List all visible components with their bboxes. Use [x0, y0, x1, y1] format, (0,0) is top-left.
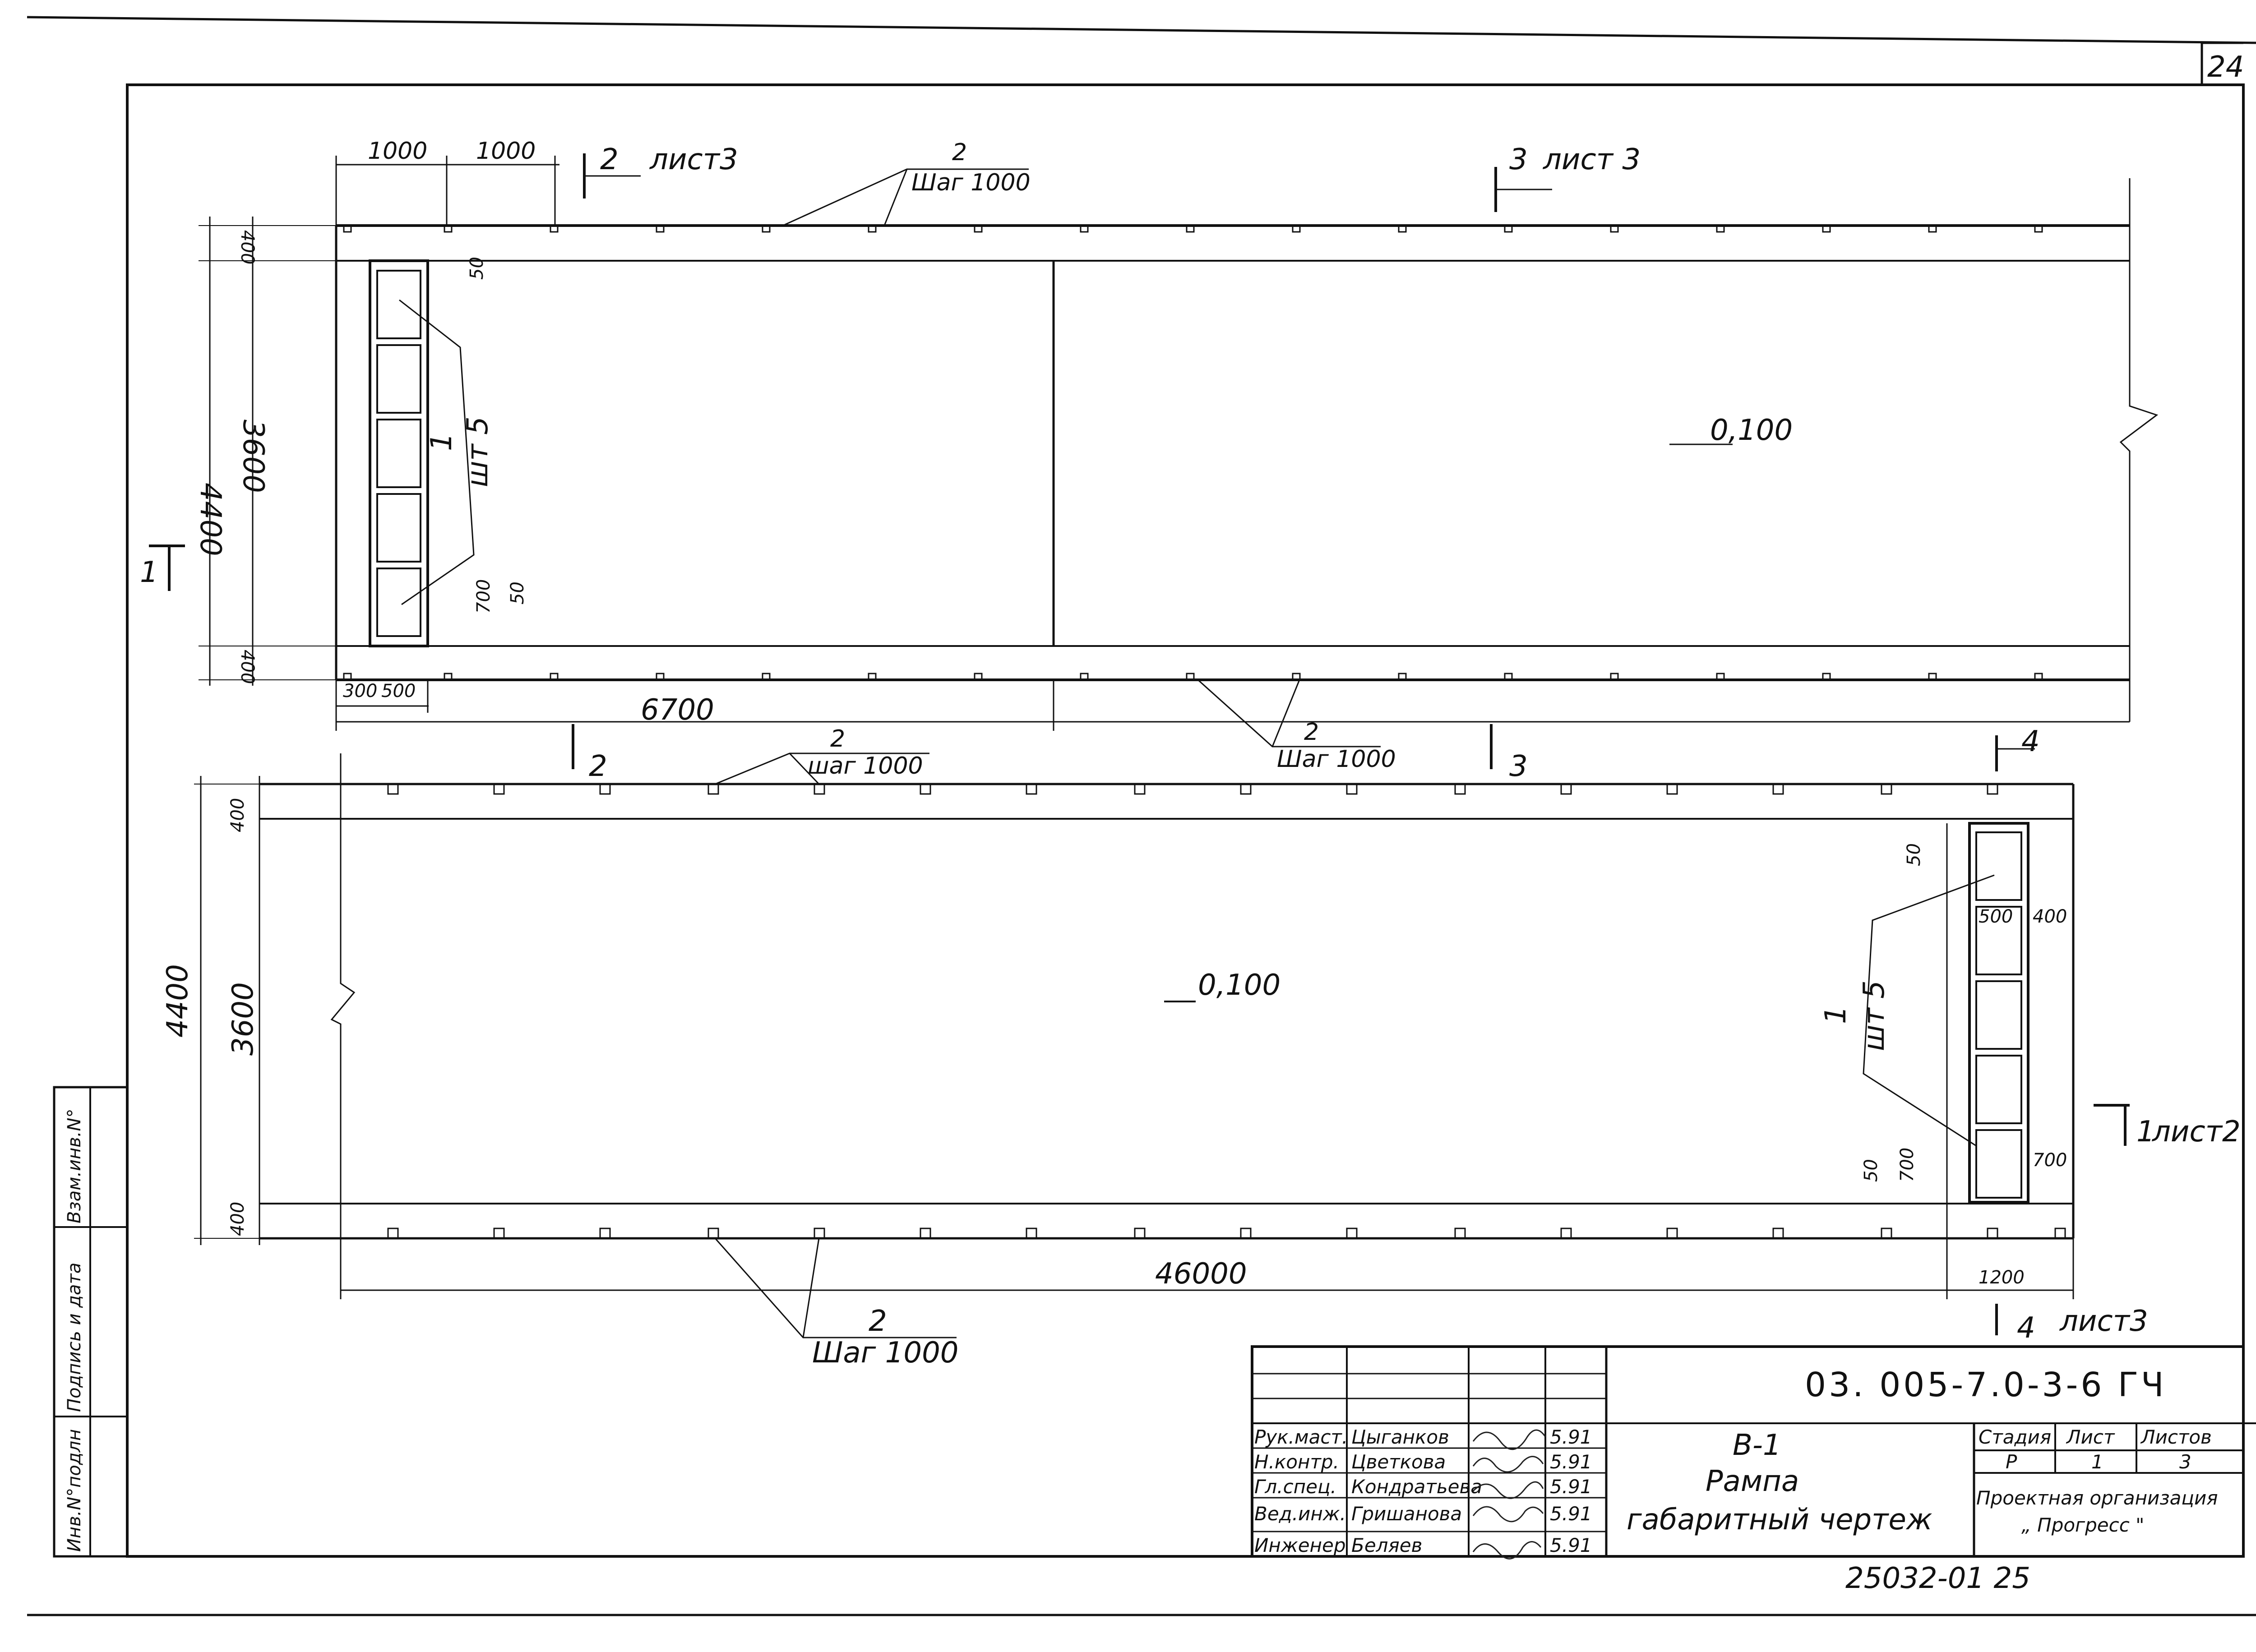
name-2: Цветкова: [1351, 1451, 1446, 1473]
top-level-mark: 0,100: [1710, 414, 1793, 447]
side-stamp: Взам.инв.N° Подпись и дата Инв.N°подлн: [53, 1086, 129, 1558]
drawing-title-mark: В-1: [1733, 1429, 1781, 1462]
embedded-plates-top-row: [343, 225, 2043, 233]
bottom-dim-left-top: 400: [227, 798, 248, 832]
embedded-plates-bottom-row: [343, 673, 2043, 681]
embedded-plates-top-row-bottom-plan: [387, 783, 1998, 795]
signatures: [1472, 1429, 1546, 1560]
top-section-3-mark: 3: [1509, 143, 1528, 176]
date-1: 5.91: [1550, 1426, 1592, 1448]
plan-top: [149, 153, 2159, 769]
organization-line-2: „ Прогресс ": [2021, 1514, 2144, 1536]
replacement-inv-label: Взам.инв.N°: [64, 1109, 85, 1223]
name-3: Кондратьева: [1351, 1476, 1482, 1498]
name-1: Цыганков: [1351, 1426, 1449, 1448]
role-5: Инженер: [1254, 1534, 1346, 1556]
bottom-section-1-sheet: лист2: [2151, 1115, 2241, 1149]
role-3: Гл.спец.: [1254, 1476, 1336, 1498]
bottom-dim-left-bot: 400: [227, 1202, 248, 1236]
bottom-leader-bottom-step: Шаг 1000: [812, 1336, 959, 1370]
top-section-3-sheet: лист 3: [1542, 143, 1641, 176]
bottom-dim-block-w: 500: [1979, 906, 2013, 927]
bottom-leader-bottom-num: 2: [869, 1305, 887, 1338]
top-block-leader-qty: шт 5: [461, 416, 495, 487]
top-dim-gap-top: 50: [467, 257, 487, 280]
bottom-section-4-mark-lower: 4: [2017, 1311, 2035, 1345]
top-dim-1000-a: 1000: [368, 138, 427, 165]
bottom-block-leader-qty: шт 5: [1858, 980, 1891, 1051]
top-leader-top-num: 2: [952, 139, 967, 166]
top-section-2-mark: 2: [600, 143, 619, 176]
bottom-leader-top-step: шаг 1000: [808, 752, 923, 780]
top-dim-left-top: 400: [237, 230, 258, 264]
document-code: 03. 005-7.0-3-6 ГЧ: [1805, 1366, 2167, 1404]
archive-number: 25032-01 25: [1845, 1562, 2030, 1595]
bottom-dim-side: 400: [2033, 906, 2067, 927]
bottom-dim-block-h-right: 700: [2033, 1150, 2067, 1171]
organization-line-1: Проектная организация: [1976, 1487, 2218, 1509]
sheet-header: Лист: [2066, 1426, 2115, 1448]
drawing-title-name: Рампа: [1706, 1465, 1799, 1498]
bottom-dim-gap-bot: 50: [1861, 1159, 1882, 1182]
bottom-block-leader-num: 1: [1819, 1006, 1853, 1024]
sheets-value: 3: [2179, 1451, 2191, 1473]
bottom-section-2-mark: 2: [589, 750, 607, 783]
top-dim-left-bot: 400: [237, 650, 258, 684]
bottom-section-3-mark: 3: [1509, 750, 1528, 783]
bottom-section-4-mark: 4: [2021, 725, 2040, 758]
sheet-number: 24: [2207, 51, 2244, 84]
top-dim-1000-b: 1000: [476, 138, 536, 165]
top-block-leader-num: 1: [425, 433, 458, 451]
bottom-dim-total-length: 46000: [1155, 1257, 1247, 1291]
name-5: Беляев: [1351, 1534, 1422, 1556]
top-dim-bottom-500: 500: [381, 681, 416, 701]
drawing-title-type: габаритный чертеж: [1627, 1503, 1932, 1537]
top-section-2-sheet: лист3: [649, 143, 738, 176]
stage-value: Р: [2006, 1451, 2017, 1473]
top-section-1-mark: 1: [140, 556, 158, 589]
date-4: 5.91: [1550, 1503, 1592, 1525]
stage-header: Стадия: [1979, 1426, 2051, 1448]
top-dim-block-h: 700: [473, 579, 494, 614]
bottom-dim-left-total: 4400: [161, 964, 194, 1038]
sheet-frame: [27, 16, 2256, 1616]
bottom-dim-gap-top: 50: [1904, 843, 1924, 866]
top-leader-top-step: Шаг 1000: [911, 169, 1031, 196]
embedded-plates-bottom-row-bottom-plan: [387, 1227, 2066, 1239]
bottom-leader-top-num: 2: [830, 725, 845, 752]
sheet-value: 1: [2091, 1451, 2103, 1473]
bottom-section-1-mark: 1: [2136, 1115, 2155, 1149]
top-leader-bottom-step: Шаг 1000: [1277, 746, 1396, 773]
top-dim-gap-bot: 50: [507, 581, 528, 605]
top-leader-bottom-num: 2: [1304, 719, 1319, 746]
top-dim-left-total: 4400: [194, 483, 227, 556]
signature-date-label: Подпись и дата: [64, 1263, 85, 1412]
top-dim-bottom-300: 300: [343, 681, 377, 701]
title-block: [1251, 1345, 2256, 1558]
sheets-header: Листов: [2140, 1426, 2212, 1448]
role-1: Рук.маст.: [1254, 1426, 1348, 1448]
plan-bottom: [194, 735, 2130, 1338]
date-3: 5.91: [1550, 1476, 1592, 1498]
bottom-dim-block-h-left: 700: [1897, 1148, 1918, 1182]
name-4: Гришанова: [1351, 1503, 1462, 1525]
role-4: Вед.инж.: [1254, 1503, 1346, 1525]
top-dim-bottom-6700: 6700: [641, 693, 714, 727]
bottom-dim-end: 1200: [1979, 1267, 2025, 1288]
bottom-level-mark: 0,100: [1198, 969, 1281, 1002]
date-2: 5.91: [1550, 1451, 1592, 1473]
bottom-dim-left-mid: 3600: [227, 982, 260, 1056]
bottom-section-4-sheet: лист3: [2059, 1305, 2148, 1338]
top-dim-left-mid: 3600: [236, 420, 270, 493]
inv-original-label: Инв.N°подлн: [64, 1429, 85, 1552]
role-2: Н.контр.: [1254, 1451, 1339, 1473]
date-5: 5.91: [1550, 1534, 1592, 1556]
